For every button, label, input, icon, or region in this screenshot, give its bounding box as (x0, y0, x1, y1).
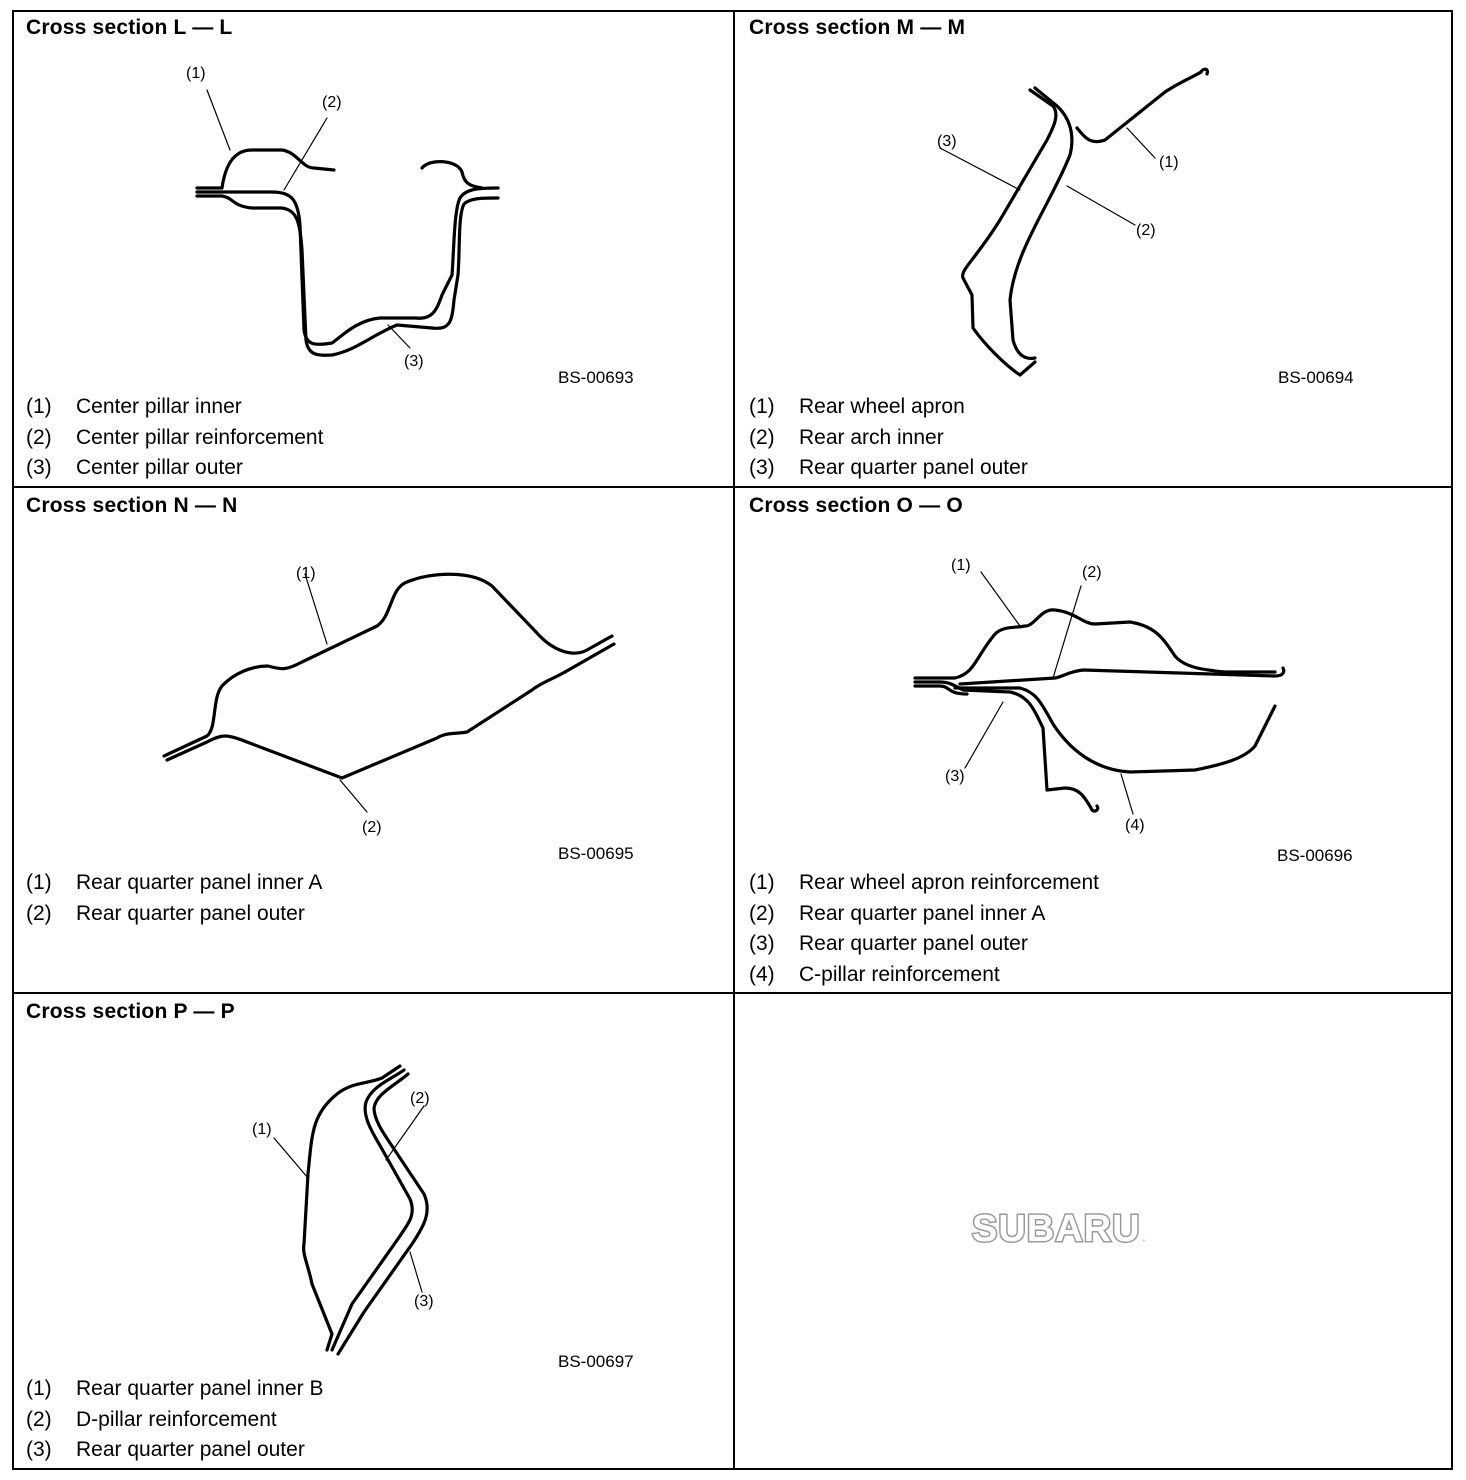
leader-1 (206, 89, 231, 151)
leader-2 (339, 779, 368, 813)
part-1-right-flange (420, 160, 484, 190)
part-4-line (953, 686, 1277, 774)
legend-item: (3)Rear quarter panel outer (26, 1438, 305, 1461)
legend-item: (3)Rear quarter panel outer (749, 932, 1028, 955)
legend-list: (1)Center pillar inner (2)Center pillar … (26, 392, 323, 484)
panel-section-m: Cross section M — M (3) (1) (2) BS-00694… (735, 10, 1453, 486)
panel-title: Cross section L — L (26, 16, 233, 39)
leader-1 (980, 571, 1021, 627)
figure-id: BS-00693 (558, 368, 634, 387)
callout-1: (1) (186, 65, 206, 82)
part-3-line (961, 88, 1058, 377)
leader-3 (939, 147, 1021, 191)
callout-1: (1) (951, 557, 971, 574)
grid-divider-row2 (12, 992, 1453, 994)
legend-item: (1)Rear wheel apron (749, 395, 965, 418)
leader-2 (1052, 585, 1082, 679)
legend-item: (3)Center pillar outer (26, 456, 243, 479)
leader-3 (387, 324, 411, 349)
callout-2: (2) (362, 819, 382, 836)
part-2-line (165, 642, 616, 780)
part-1-line (195, 148, 336, 190)
callout-2: (2) (1082, 564, 1102, 581)
panel-section-n: Cross section N — N (1) (2) BS-00695 (1)… (12, 488, 733, 992)
leader-3 (964, 701, 1004, 769)
leader-1 (273, 1137, 309, 1179)
leader-4 (1120, 773, 1134, 815)
leader-1 (304, 573, 328, 645)
part-3-line (336, 1072, 429, 1356)
callout-3: (3) (945, 768, 965, 785)
part-2-line (1008, 86, 1074, 361)
part-1-line (302, 1064, 402, 1352)
callout-2: (2) (1136, 222, 1156, 239)
figure-id: BS-00694 (1278, 368, 1354, 387)
part-3-line (195, 194, 500, 357)
part-2-line (195, 186, 500, 346)
legend-item: (2)Center pillar reinforcement (26, 425, 324, 449)
leader-1 (1126, 127, 1156, 159)
callout-4: (4) (1125, 817, 1145, 834)
grid-divider-row1 (12, 486, 1453, 488)
legend-item: (2)Rear arch inner (749, 425, 944, 449)
cross-section-o-drawing: (1) (2) (3) (4) (913, 557, 1286, 834)
callout-2: (2) (322, 94, 342, 111)
legend-item: (4)C-pillar reinforcement (749, 962, 1000, 986)
legend-list: (1)Rear wheel apron reinforcement (2)Rea… (749, 868, 1099, 990)
part-1-line (162, 572, 614, 758)
callout-1: (1) (296, 565, 316, 582)
part-1-line (1075, 67, 1209, 144)
legend-item: (2)D-pillar reinforcement (26, 1407, 277, 1431)
legend-item: (1)Rear quarter panel inner B (26, 1377, 324, 1400)
leader-2 (283, 117, 328, 191)
panel-section-l: Cross section L — L (1) (2) (3) BS-00693… (12, 10, 733, 486)
figure-id: BS-00695 (558, 844, 634, 863)
cross-section-p-drawing: (1) (2) (3) (252, 1064, 434, 1356)
legend-list: (1)Rear quarter panel inner A (2)Rear qu… (26, 868, 322, 929)
part-2-line (958, 666, 1286, 686)
legend-item: (3)Rear quarter panel outer (749, 456, 1028, 479)
cross-section-n-drawing: (1) (2) (162, 565, 616, 836)
panel-section-o: Cross section O — O (1) (2) (3) (4) BS-0… (735, 488, 1453, 992)
part-3-line (913, 680, 1100, 813)
callout-3: (3) (404, 353, 424, 370)
grid-divider-vertical (733, 10, 735, 1470)
legend-item: (1)Rear wheel apron reinforcement (749, 871, 1099, 894)
subaru-logo: SUBARU. (971, 1207, 1147, 1252)
figure-id: BS-00697 (558, 1352, 634, 1371)
callout-3: (3) (414, 1293, 434, 1310)
panel-title: Cross section O — O (749, 494, 963, 517)
callout-1: (1) (252, 1121, 272, 1138)
cross-section-l-drawing: (1) (2) (3) (186, 65, 500, 370)
part-2-line (330, 1068, 414, 1352)
panel-section-p: Cross section P — P (1) (2) (3) BS-00697… (12, 994, 733, 1470)
legend-list: (1)Rear quarter panel inner B (2)D-pilla… (26, 1374, 323, 1466)
leader-2 (1066, 185, 1136, 226)
part-1-line (913, 608, 1277, 680)
legend-item: (2)Rear quarter panel inner A (749, 901, 1046, 925)
legend-item: (1)Center pillar inner (26, 395, 242, 418)
leader-2 (385, 1105, 425, 1161)
callout-2: (2) (410, 1090, 430, 1107)
cross-section-m-drawing: (3) (1) (2) (937, 67, 1209, 377)
diagram-sheet (12, 10, 1453, 1470)
legend-item: (2)Rear quarter panel outer (26, 901, 305, 925)
panel-title: Cross section M — M (749, 16, 966, 39)
figure-id: BS-00696 (1277, 846, 1353, 865)
leader-3 (409, 1251, 423, 1293)
panel-title: Cross section P — P (26, 1000, 235, 1023)
callout-1: (1) (1159, 154, 1179, 171)
panel-title: Cross section N — N (26, 494, 238, 517)
legend-list: (1)Rear wheel apron (2)Rear arch inner (… (749, 392, 1028, 484)
legend-item: (1)Rear quarter panel inner A (26, 871, 323, 894)
part-3-flange (913, 684, 969, 696)
callout-3: (3) (937, 133, 957, 150)
